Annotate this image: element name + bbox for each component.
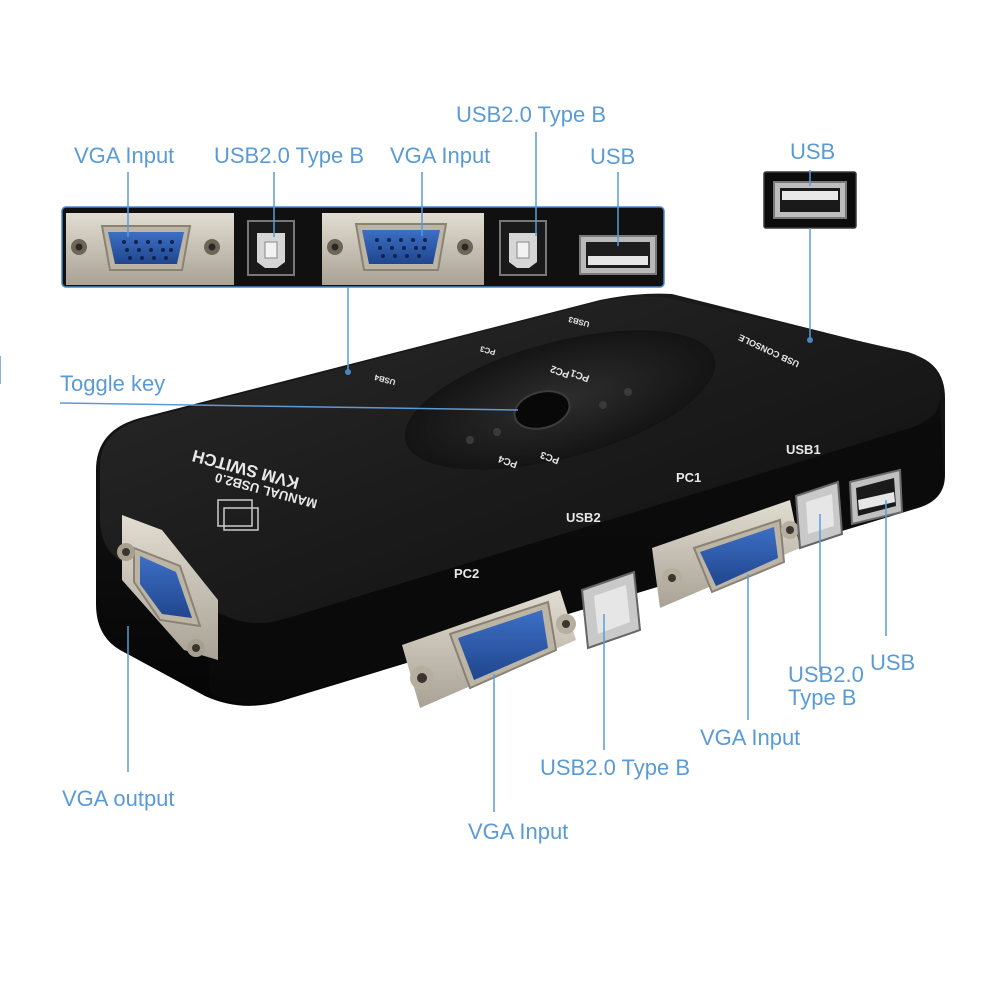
callout-top-usb: USB xyxy=(590,144,636,169)
callout-bottom-usb-type-b-usb2: USB2.0 Type B xyxy=(540,755,691,780)
callout-top-usb-type-b-left: USB2.0 Type B xyxy=(214,143,365,168)
callout-bottom-vga-input-pc1: VGA Input xyxy=(700,725,801,750)
callout-bottom-usb-type-b-usb1-line1: USB2.0 xyxy=(788,662,864,687)
inset-vga-port-left xyxy=(108,232,184,264)
callout-vga-output: VGA output xyxy=(62,786,175,811)
led-pc4 xyxy=(466,436,474,444)
usb-console-closeup xyxy=(763,171,857,229)
callout-right-usb: USB xyxy=(790,139,836,164)
usb-b-usb2 xyxy=(580,570,642,650)
vga-input-pc1 xyxy=(652,500,800,608)
rear-ports-inset xyxy=(61,206,665,288)
vga-input-pc2 xyxy=(402,590,576,708)
label-usb1: USB1 xyxy=(786,442,821,457)
led-pc1 xyxy=(599,401,607,409)
label-pc2: PC2 xyxy=(454,566,479,581)
callout-bottom-vga-input-pc2: VGA Input xyxy=(468,819,569,844)
label-pc1-front: PC1 xyxy=(676,470,701,485)
callout-toggle-key: Toggle key xyxy=(60,371,166,396)
label-pc3-rear: PC3 xyxy=(479,344,497,357)
label-usb2: USB2 xyxy=(566,510,601,525)
callout-bottom-usb-console: USB xyxy=(870,650,916,675)
monitor-icon xyxy=(217,499,253,527)
vga-output-port xyxy=(117,515,218,660)
callout-top-vga-input-mid: VGA Input xyxy=(390,143,491,168)
led-pc2 xyxy=(624,388,632,396)
callout-top-vga-input-left: VGA Input xyxy=(74,143,175,168)
usb-a-console xyxy=(848,468,904,526)
led-pc3 xyxy=(493,428,501,436)
leader-lines xyxy=(0,132,887,812)
callout-bottom-usb-type-b-usb1-line2: Type B xyxy=(788,685,857,710)
kvm-switch-body: KVM SWITCH MANUAL USB2.0 PC1 PC2 PC3 PC4… xyxy=(96,293,945,708)
toggle-key-button xyxy=(513,390,571,430)
inset-vga-port-mid xyxy=(362,230,440,264)
callout-top-usb-type-b-right: USB2.0 Type B xyxy=(456,102,607,127)
